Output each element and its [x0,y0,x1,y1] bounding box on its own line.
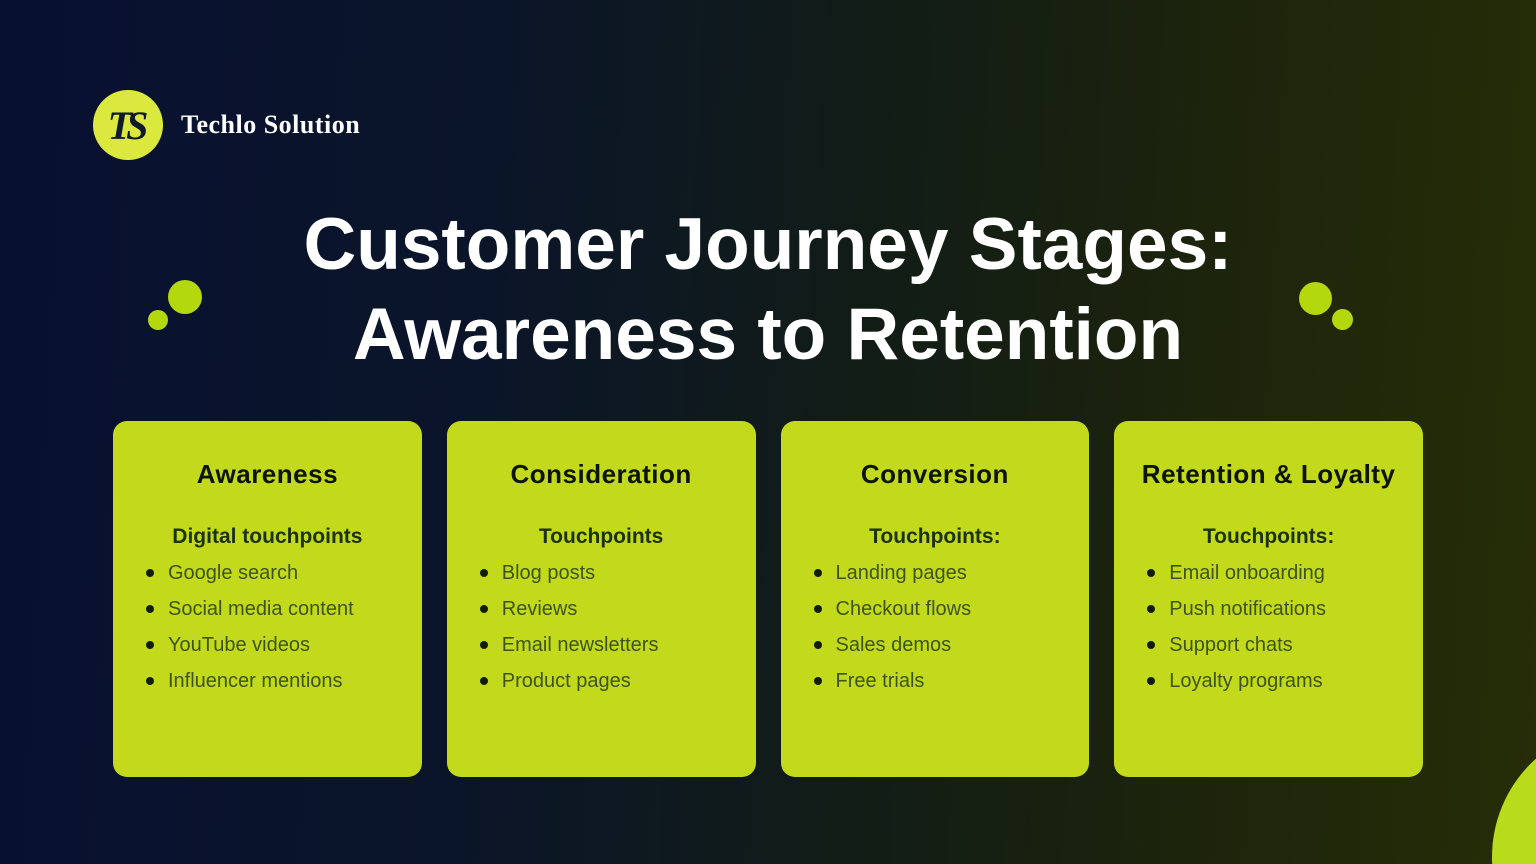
touchpoint-label: Free trials [835,670,925,692]
stage-card-consideration: Consideration Touchpoints Blog posts Rev… [446,421,756,777]
bullet-icon [1147,569,1156,577]
touchpoint-list: Email onboarding Push notifications Supp… [1132,555,1405,699]
touchpoint-item: Google search [144,555,404,591]
touchpoint-item: Push notifications [1145,591,1405,627]
touchpoint-label: Blog posts [501,562,596,584]
touchpoint-label: Sales demos [835,634,952,656]
bullet-icon [813,641,822,649]
stage-card-awareness: Awareness Digital touchpoints Google sea… [113,421,422,777]
bullet-icon [479,641,488,649]
bullet-icon [146,605,154,613]
touchpoint-item: Email onboarding [1145,555,1405,591]
stage-card-retention-loyalty: Retention & Loyalty Touchpoints: Email o… [1114,421,1423,777]
stage-card-subtitle: Touchpoints [538,525,664,548]
bullet-icon [479,677,488,685]
decor-dot-left-small [148,310,168,330]
touchpoint-item: Influencer mentions [144,663,404,699]
stage-card-subtitle: Touchpoints: [1202,525,1335,548]
bullet-icon [146,569,154,577]
stage-card-title: Retention & Loyalty [1141,459,1396,489]
touchpoint-item: Product pages [478,663,738,699]
touchpoint-item: YouTube videos [144,627,404,663]
bullet-icon [146,677,154,685]
touchpoint-label: Reviews [501,598,578,620]
touchpoint-item: Sales demos [812,627,1072,663]
bullet-icon [1147,641,1156,649]
brand-logo: TS Techlo Solution [93,90,360,160]
page-title-line-1: Customer Journey Stages: [303,204,1233,285]
stage-card-subtitle: Touchpoints: [869,525,1001,548]
stage-card-title: Conversion [860,459,1009,489]
touchpoint-label: Loyalty programs [1169,670,1323,692]
bullet-icon [1147,677,1156,685]
touchpoint-item: Free trials [812,663,1072,699]
touchpoint-list: Landing pages Checkout flows Sales demos… [799,555,1072,699]
touchpoint-label: Checkout flows [835,598,972,620]
bullet-icon [479,605,488,613]
touchpoint-label: Product pages [501,670,631,692]
touchpoint-item: Loyalty programs [1145,663,1405,699]
bullet-icon [1147,605,1156,613]
touchpoint-item: Checkout flows [812,591,1072,627]
bullet-icon [813,569,822,577]
brand-monogram: TS [107,102,149,148]
stage-card-title: Awareness [196,459,339,489]
touchpoint-item: Landing pages [812,555,1072,591]
touchpoint-label: Landing pages [835,562,967,584]
touchpoint-list: Blog posts Reviews Email newsletters Pro… [465,555,738,699]
bullet-icon [813,605,822,613]
touchpoint-label: Influencer mentions [168,670,343,692]
page-title-line-2: Awareness to Retention [352,294,1184,375]
touchpoint-item: Email newsletters [478,627,738,663]
touchpoint-item: Reviews [478,591,738,627]
stage-card-subtitle: Digital touchpoints [172,525,363,548]
bullet-icon [479,569,488,577]
touchpoint-label: Email newsletters [501,634,659,656]
stage-cards-row: Awareness Digital touchpoints Google sea… [113,421,1423,777]
bullet-icon [813,677,822,685]
touchpoint-label: Social media content [168,598,354,620]
decor-dot-right-big [1299,282,1332,315]
bullet-icon [146,641,154,649]
touchpoint-label: Support chats [1169,634,1293,656]
touchpoint-label: YouTube videos [168,634,310,656]
page-title: Customer Journey Stages: Awareness to Re… [0,200,1536,380]
touchpoint-label: Email onboarding [1169,562,1325,584]
brand-name: Techlo Solution [181,110,361,139]
touchpoint-item: Social media content [144,591,404,627]
touchpoint-label: Push notifications [1169,598,1327,620]
touchpoint-list: Google search Social media content YouTu… [131,555,404,699]
decor-dot-left-big [168,280,202,314]
touchpoint-item: Blog posts [478,555,738,591]
brand-logo-icon: TS [93,90,163,160]
decor-corner-circle [1492,725,1536,864]
stage-card-conversion: Conversion Touchpoints: Landing pages Ch… [780,421,1090,777]
stage-card-title: Consideration [510,459,692,489]
decor-dot-right-small [1332,309,1353,330]
touchpoint-label: Google search [168,562,299,584]
touchpoint-item: Support chats [1145,627,1405,663]
